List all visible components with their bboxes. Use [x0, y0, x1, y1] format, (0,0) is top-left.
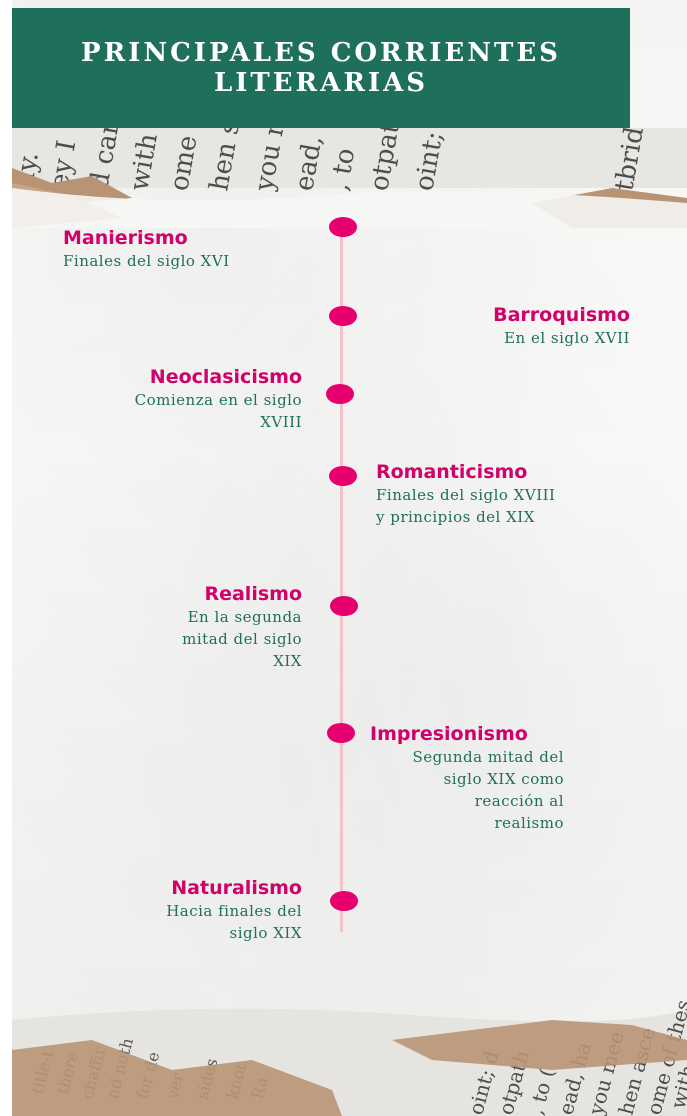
entry-desc: Finales del siglo XVIII: [376, 484, 636, 506]
page-title-line-2: LITERARIAS: [214, 68, 428, 98]
entry-desc: En la segunda: [100, 606, 302, 628]
entry-realismo: Realismo En la segunda mitad del siglo X…: [100, 582, 302, 672]
entry-desc: Finales del siglo XVI: [63, 250, 230, 272]
entry-title: Barroquismo: [430, 303, 630, 327]
entry-desc: Hacia finales del: [100, 900, 302, 922]
entry-naturalismo: Naturalismo Hacia finales del siglo XIX: [100, 876, 302, 944]
entry-title: Romanticismo: [376, 460, 636, 484]
entry-title: Manierismo: [63, 226, 230, 250]
timeline-dot: [329, 306, 357, 326]
entry-desc: siglo XIX: [100, 922, 302, 944]
timeline-dot: [329, 466, 357, 486]
timeline-line: [340, 224, 343, 932]
entry-desc: realismo: [370, 812, 564, 834]
entry-desc: XVIII: [60, 411, 302, 433]
entry-impresionismo: Impresionismo Segunda mitad del siglo XI…: [370, 722, 564, 834]
entry-desc: XIX: [100, 650, 302, 672]
entry-desc: mitad del siglo: [100, 628, 302, 650]
page-title-line-1: PRINCIPALES CORRIENTES: [81, 38, 561, 68]
entry-desc: siglo XIX como: [370, 768, 564, 790]
entry-desc: En el siglo XVII: [430, 327, 630, 349]
collage-top-decoration: ay. ey I d car with m ome o hen s you n …: [12, 128, 687, 228]
timeline-dot: [329, 217, 357, 237]
collage-bottom-decoration: title-t there chaffir nd noth for de ver…: [12, 1000, 687, 1116]
entry-desc: reacción al: [370, 790, 564, 812]
timeline-dot: [327, 723, 355, 743]
entry-desc: Segunda mitad del: [370, 746, 564, 768]
entry-title: Naturalismo: [100, 876, 302, 900]
entry-title: Neoclasicismo: [60, 365, 302, 389]
entry-neoclasicismo: Neoclasicismo Comienza en el siglo XVIII: [60, 365, 302, 433]
header-banner: PRINCIPALES CORRIENTES LITERARIAS: [12, 8, 630, 128]
timeline-dot: [326, 384, 354, 404]
entry-romanticismo: Romanticismo Finales del siglo XVIII y p…: [376, 460, 636, 528]
entry-title: Realismo: [100, 582, 302, 606]
timeline-dot: [330, 596, 358, 616]
timeline-dot: [330, 891, 358, 911]
entry-desc: y principios del XIX: [376, 506, 636, 528]
entry-desc: Comienza en el siglo: [60, 389, 302, 411]
entry-manierismo: Manierismo Finales del siglo XVI: [63, 226, 230, 272]
entry-title: Impresionismo: [370, 722, 564, 746]
entry-barroquismo: Barroquismo En el siglo XVII: [430, 303, 630, 349]
